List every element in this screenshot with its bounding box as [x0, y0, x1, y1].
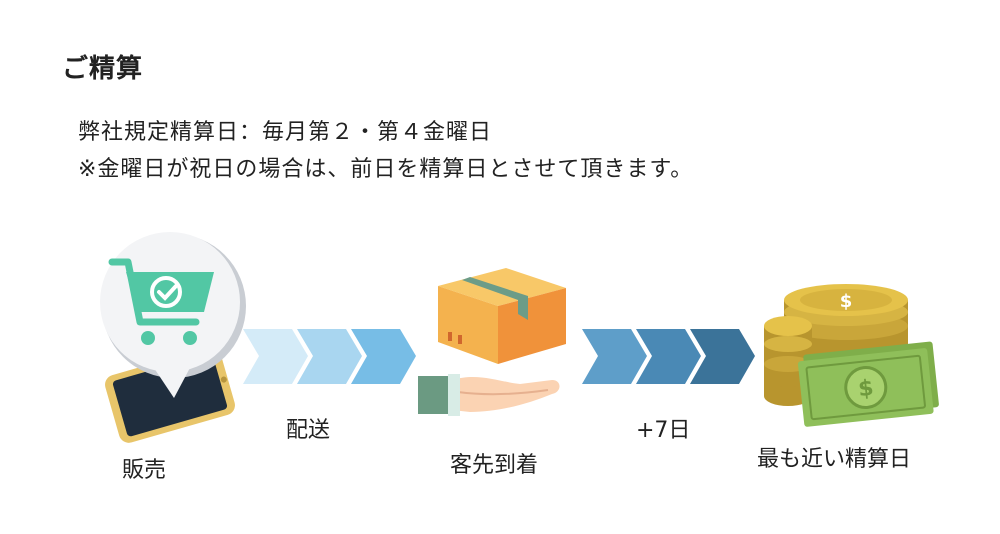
transition-label-delivery: 配送 — [286, 418, 331, 443]
box-on-hand-icon — [418, 268, 566, 416]
svg-text:$: $ — [857, 376, 875, 402]
step-label-arrival: 客先到着 — [450, 453, 539, 478]
page-title: ご精算 — [62, 54, 144, 84]
transition-label-seven-days: +7日 — [636, 418, 691, 443]
svg-text:$: $ — [840, 291, 853, 312]
delivery-chevrons — [243, 329, 416, 384]
phone-cart-icon — [100, 232, 246, 443]
plus-seven-days-chevrons — [582, 329, 755, 384]
coins-and-cash-icon: $ $ — [764, 284, 939, 427]
step-label-settlement: 最も近い精算日 — [757, 447, 912, 472]
settlement-day-note: 弊社規定精算日：毎月第２・第４金曜日 — [78, 120, 493, 145]
holiday-note: ※金曜日が祝日の場合は、前日を精算日とさせて頂きます。 — [78, 157, 694, 182]
step-label-sales: 販売 — [122, 458, 167, 483]
